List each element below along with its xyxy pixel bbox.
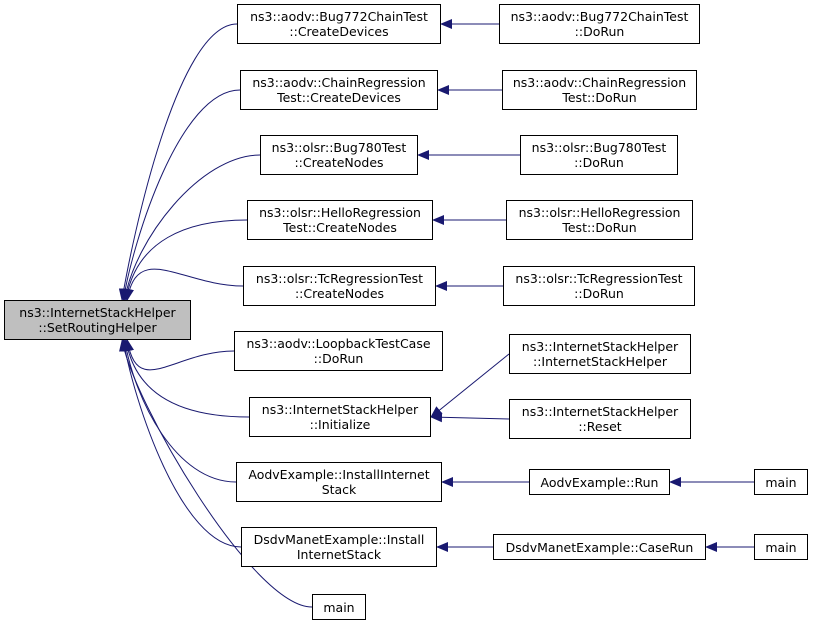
- node-label-line-1: ns3::InternetStackHelper: [521, 404, 679, 419]
- node-label-line-1: ns3::olsr::TcRegressionTest: [255, 271, 424, 286]
- node-label-line-1: ns3::olsr::Bug780Test: [531, 140, 667, 155]
- node-label-line-2: Test::CreateNodes: [283, 220, 397, 235]
- node-label-line-2: ::InternetStackHelper: [533, 354, 667, 369]
- node-label-line-1: DsdvManetExample::CaseRun: [505, 539, 694, 555]
- node-label-line-2: ::DoRun: [313, 351, 364, 366]
- node-tc-regression-create-nodes[interactable]: ns3::olsr::TcRegressionTest ::CreateNode…: [243, 266, 436, 306]
- node-bug772-do-run[interactable]: ns3::aodv::Bug772ChainTest ::DoRun: [499, 4, 700, 44]
- node-dsdv-manet-install-internet-stack[interactable]: DsdvManetExample::Install InternetStack: [241, 527, 437, 567]
- node-main-3[interactable]: main: [312, 594, 366, 620]
- node-label-line-2: ::DoRun: [574, 155, 624, 170]
- node-label-line-1: AodvExample::InstallInternet: [248, 467, 430, 482]
- node-label-line-1: ns3::olsr::Bug780Test: [271, 140, 407, 155]
- edge-ish_ctor-to-init: [430, 353, 510, 418]
- edge-hello_cn-to-root: [122, 219, 248, 301]
- node-label-line-1: main: [765, 539, 797, 555]
- node-label-line-2: ::CreateDevices: [289, 24, 389, 39]
- node-label-line-1: main: [323, 599, 355, 615]
- node-label-line-2: Stack: [321, 482, 357, 497]
- edge-bug772_cd-to-root: [118, 23, 238, 301]
- node-label-line-1: ns3::aodv::Bug772ChainTest: [510, 9, 689, 24]
- node-label-line-2: Test::CreateDevices: [277, 90, 401, 105]
- node-label-line-2: InternetStack: [296, 547, 382, 562]
- node-dsdv-manet-case-run[interactable]: DsdvManetExample::CaseRun: [493, 534, 706, 560]
- node-label-line-1: ns3::aodv::ChainRegression: [252, 75, 426, 90]
- node-label-line-1: AodvExample::Run: [540, 474, 659, 490]
- node-root-set-routing-helper[interactable]: ns3::InternetStackHelper ::SetRoutingHel…: [4, 300, 191, 340]
- node-loopback-test-do-run[interactable]: ns3::aodv::LoopbackTestCase ::DoRun: [234, 331, 443, 371]
- edge-loopback-to-root: [124, 339, 235, 371]
- node-internet-stack-helper-initialize[interactable]: ns3::InternetStackHelper ::Initialize: [249, 397, 431, 437]
- node-label-line-2: ::SetRoutingHelper: [38, 320, 157, 335]
- node-label-line-2: Test::DoRun: [562, 90, 637, 105]
- node-hello-regression-do-run[interactable]: ns3::olsr::HelloRegression Test::DoRun: [506, 200, 693, 240]
- node-bug772-create-devices[interactable]: ns3::aodv::Bug772ChainTest ::CreateDevic…: [237, 4, 441, 44]
- node-aodv-example-install-internet-stack[interactable]: AodvExample::InstallInternet Stack: [236, 462, 442, 502]
- node-label-line-1: ns3::aodv::ChainRegression: [512, 75, 687, 90]
- node-bug780-do-run[interactable]: ns3::olsr::Bug780Test ::DoRun: [520, 135, 678, 175]
- node-label-line-1: ns3::olsr::HelloRegression: [518, 205, 681, 220]
- node-label-line-2: Test::DoRun: [562, 220, 637, 235]
- edge-main3-to-root: [119, 339, 313, 608]
- edge-ish_reset-to-init: [430, 412, 510, 423]
- node-label-line-2: ::CreateNodes: [294, 286, 385, 301]
- node-label-line-2: ::CreateNodes: [294, 155, 384, 170]
- node-label-line-1: ns3::olsr::HelloRegression: [259, 205, 421, 220]
- node-label-line-1: DsdvManetExample::Install: [253, 532, 425, 547]
- node-main-2[interactable]: main: [754, 534, 808, 560]
- node-aodv-example-run[interactable]: AodvExample::Run: [529, 469, 670, 495]
- node-label-line-1: main: [765, 474, 797, 490]
- node-label-line-2: ::DoRun: [574, 24, 625, 39]
- node-label-line-1: ns3::olsr::TcRegressionTest: [515, 271, 683, 286]
- node-main-1[interactable]: main: [754, 469, 808, 495]
- node-bug780-create-nodes[interactable]: ns3::olsr::Bug780Test ::CreateNodes: [260, 135, 418, 175]
- node-label-line-1: ns3::aodv::Bug772ChainTest: [250, 9, 428, 24]
- node-label-line-2: ::Reset: [578, 419, 622, 434]
- edge-chainreg_cd-to-root: [120, 89, 241, 301]
- node-label-line-1: ns3::InternetStackHelper: [261, 402, 419, 417]
- node-internet-stack-helper-reset[interactable]: ns3::InternetStackHelper ::Reset: [509, 399, 691, 439]
- edge-bug780_cn-to-root: [121, 154, 261, 301]
- edge-dsdv_install-to-root: [120, 339, 242, 548]
- node-label-line-1: ns3::InternetStackHelper: [521, 339, 679, 354]
- node-chain-regression-do-run[interactable]: ns3::aodv::ChainRegression Test::DoRun: [502, 70, 697, 110]
- node-hello-regression-create-nodes[interactable]: ns3::olsr::HelloRegression Test::CreateN…: [247, 200, 433, 240]
- node-internet-stack-helper-constructor[interactable]: ns3::InternetStackHelper ::InternetStack…: [509, 334, 691, 374]
- node-tc-regression-do-run[interactable]: ns3::olsr::TcRegressionTest ::DoRun: [503, 266, 695, 306]
- edge-init-to-root: [122, 339, 250, 418]
- node-label-line-1: ns3::InternetStackHelper: [19, 305, 176, 320]
- node-chain-regression-create-devices[interactable]: ns3::aodv::ChainRegression Test::CreateD…: [240, 70, 438, 110]
- node-label-line-2: ::DoRun: [574, 286, 624, 301]
- node-label-line-2: ::Initialize: [309, 417, 371, 432]
- node-label-line-1: ns3::aodv::LoopbackTestCase: [246, 336, 431, 351]
- edge-tc_cn-to-root: [124, 268, 244, 301]
